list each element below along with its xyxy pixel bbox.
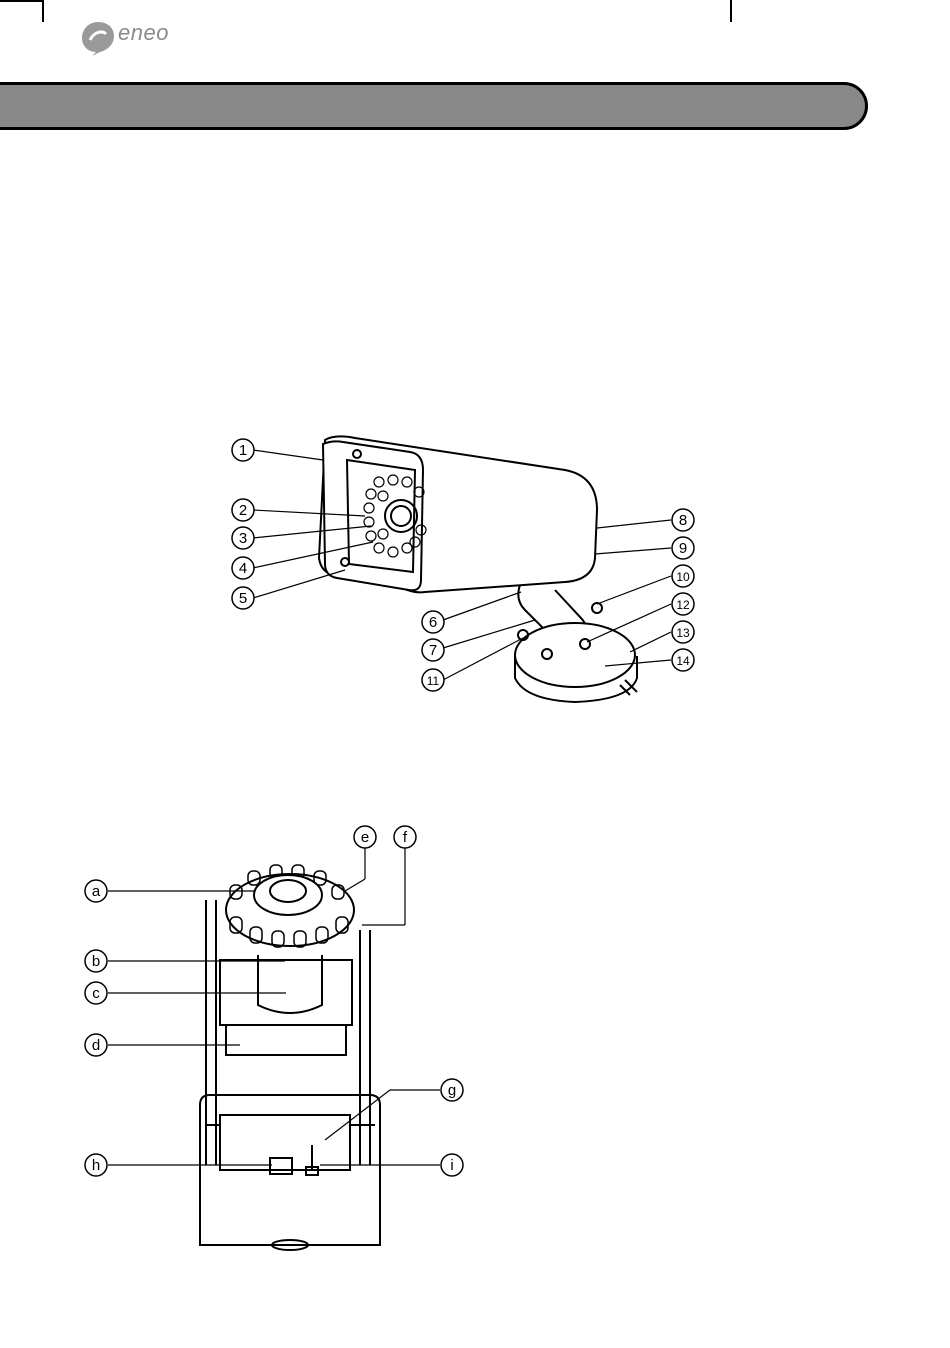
callout-8: 8 [672, 509, 694, 531]
svg-text:11: 11 [427, 674, 440, 688]
crop-mark-right [730, 0, 732, 22]
svg-text:12: 12 [676, 598, 690, 612]
callout-b: b [85, 950, 107, 972]
callout-i: i [441, 1154, 463, 1176]
callout-d: d [85, 1034, 107, 1056]
svg-text:a: a [92, 883, 101, 900]
svg-text:i: i [450, 1157, 453, 1174]
svg-text:5: 5 [239, 590, 247, 607]
callout-14: 14 [672, 649, 694, 671]
svg-text:10: 10 [676, 570, 690, 584]
callout-5: 5 [232, 587, 254, 609]
svg-text:d: d [92, 1037, 100, 1054]
svg-text:2: 2 [239, 502, 247, 519]
callout-13: 13 [672, 621, 694, 643]
svg-text:g: g [448, 1082, 456, 1099]
callout-e: e [354, 826, 376, 848]
crop-mark-top [0, 0, 44, 2]
callout-c: c [85, 982, 107, 1004]
svg-text:3: 3 [239, 530, 247, 547]
svg-text:7: 7 [429, 642, 437, 659]
svg-text:6: 6 [429, 614, 437, 631]
callout-6: 6 [422, 611, 444, 633]
section-header-bar [0, 82, 868, 130]
callout-3: 3 [232, 527, 254, 549]
svg-text:1: 1 [239, 442, 247, 459]
svg-text:b: b [92, 953, 100, 970]
svg-text:e: e [361, 829, 369, 846]
svg-text:8: 8 [679, 512, 687, 529]
callout-f: f [394, 826, 416, 848]
callout-11: 11 [422, 669, 444, 691]
callout-a: a [85, 880, 107, 902]
crop-mark-left [42, 0, 44, 22]
svg-text:c: c [92, 985, 100, 1002]
callout-2: 2 [232, 499, 254, 521]
callout-h: h [85, 1154, 107, 1176]
camera-internal-diagram: a bc d e f g h i [80, 825, 480, 1265]
callout-7: 7 [422, 639, 444, 661]
svg-text:13: 13 [676, 626, 690, 640]
eneo-logo-icon [78, 18, 118, 58]
callout-4: 4 [232, 557, 254, 579]
callout-1: 1 [232, 439, 254, 461]
callout-12: 12 [672, 593, 694, 615]
svg-text:14: 14 [676, 654, 690, 668]
svg-text:h: h [92, 1157, 100, 1174]
brand-name: eneo [118, 20, 169, 46]
callout-g: g [441, 1079, 463, 1101]
callout-10: 10 [672, 565, 694, 587]
callout-9: 9 [672, 537, 694, 559]
svg-text:4: 4 [239, 560, 247, 577]
svg-text:9: 9 [679, 540, 687, 557]
